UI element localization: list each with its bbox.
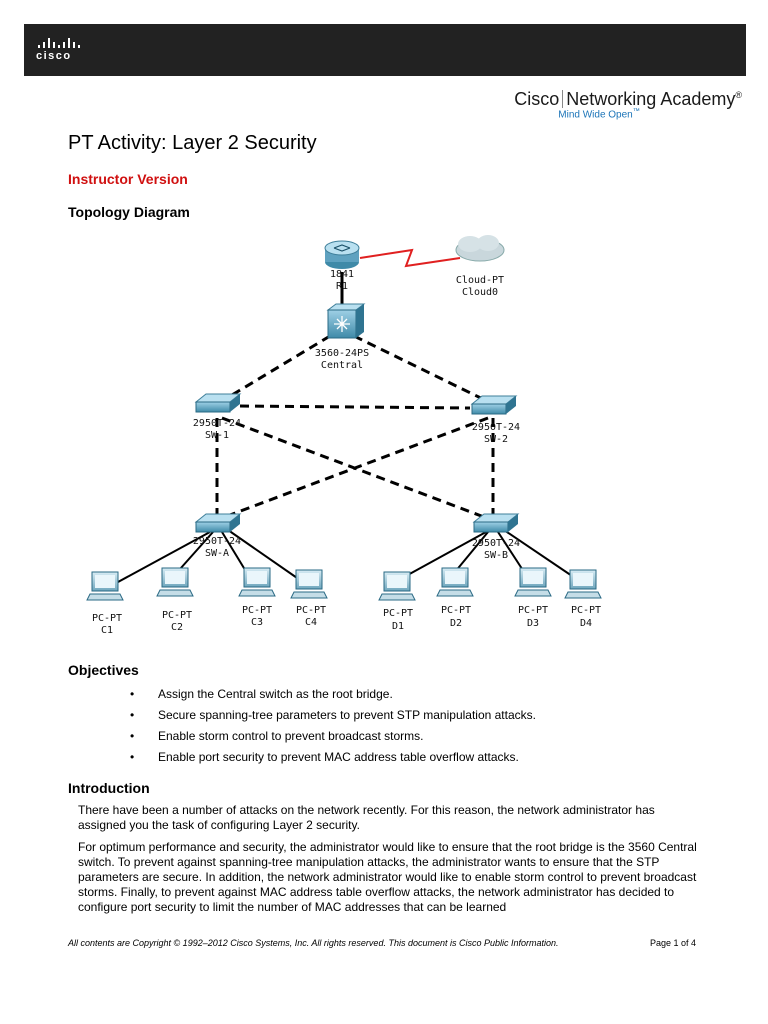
- list-item: Secure spanning-tree parameters to preve…: [130, 705, 536, 726]
- objectives-heading: Objectives: [68, 662, 139, 678]
- cloud0-name-label: Cloud0: [462, 287, 498, 298]
- central-model-label: 3560-24PS: [315, 348, 369, 359]
- c2-model-label: PC-PT: [162, 610, 192, 621]
- central-name-label: Central: [321, 360, 363, 371]
- r1-name-label: R1: [336, 281, 348, 292]
- swa-switch-icon[interactable]: [194, 513, 242, 533]
- link-sw1-sw2: [239, 404, 471, 410]
- link-swb-d4: [503, 529, 579, 581]
- d2-name-label: D2: [450, 618, 462, 629]
- list-item: Enable storm control to prevent broadcas…: [130, 726, 536, 747]
- c4-name-label: C4: [305, 617, 317, 628]
- serial-link-r1-cloud0: [359, 248, 461, 268]
- central-switch-icon[interactable]: [326, 303, 366, 339]
- pc-d1-icon[interactable]: [378, 571, 416, 601]
- academy-logo: Cisco Networking Academy® Mind Wide Open™: [514, 89, 742, 120]
- c3-model-label: PC-PT: [242, 605, 272, 616]
- sw2-name-label: SW-2: [484, 434, 508, 445]
- copyright-notice: All contents are Copyright © 1992–2012 C…: [68, 938, 559, 948]
- link-central-sw2: [353, 334, 494, 406]
- page-footer: All contents are Copyright © 1992–2012 C…: [68, 938, 696, 948]
- link-swa-c1: [117, 531, 211, 583]
- sw1-model-label: 2950T-24: [193, 418, 241, 429]
- cloud0-model-label: Cloud-PT: [456, 275, 504, 286]
- academy-name: Networking Academy: [566, 89, 736, 109]
- instructor-version-label: Instructor Version: [68, 171, 188, 187]
- pc-c2-icon[interactable]: [156, 567, 194, 597]
- c2-name-label: C2: [171, 622, 183, 633]
- pc-d2-icon[interactable]: [436, 567, 474, 597]
- sw1-name-label: SW-1: [205, 430, 229, 441]
- objectives-list: Assign the Central switch as the root br…: [130, 684, 536, 768]
- d4-model-label: PC-PT: [571, 605, 601, 616]
- swb-switch-icon[interactable]: [472, 513, 520, 533]
- list-item: Assign the Central switch as the root br…: [130, 684, 536, 705]
- c3-name-label: C3: [251, 617, 263, 628]
- d3-model-label: PC-PT: [518, 605, 548, 616]
- sw2-model-label: 2950T-24: [472, 422, 520, 433]
- pc-c4-icon[interactable]: [290, 569, 328, 599]
- academy-tagline-tm: ™: [632, 108, 640, 115]
- link-swa-c4: [227, 529, 301, 581]
- cisco-bars-icon: [38, 36, 80, 48]
- page-number: Page 1 of 4: [649, 938, 696, 948]
- introduction-heading: Introduction: [68, 780, 150, 796]
- topology-diagram: 1841 R1 Cloud-PT Cloud0 3560-24PS Centra…: [86, 235, 602, 636]
- d1-name-label: D1: [392, 621, 404, 632]
- r1-model-label: 1841: [330, 269, 354, 280]
- d3-name-label: D3: [527, 618, 539, 629]
- swa-model-label: 2950T-24: [193, 536, 241, 547]
- academy-tagline: Mind Wide Open: [558, 109, 633, 121]
- cloud0-icon[interactable]: [455, 235, 505, 262]
- document-title: PT Activity: Layer 2 Security: [68, 132, 317, 154]
- sw1-switch-icon[interactable]: [194, 393, 242, 413]
- pc-d4-icon[interactable]: [564, 569, 602, 599]
- c4-model-label: PC-PT: [296, 605, 326, 616]
- pc-c1-icon[interactable]: [86, 571, 124, 601]
- router-r1-icon[interactable]: [324, 240, 360, 269]
- links: [117, 248, 579, 583]
- link-sw1-swb: [221, 416, 493, 522]
- pc-d3-icon[interactable]: [514, 567, 552, 597]
- swb-name-label: SW-B: [484, 550, 508, 561]
- introduction-paragraph: There have been a number of attacks on t…: [78, 803, 655, 832]
- c1-name-label: C1: [101, 625, 113, 636]
- d2-model-label: PC-PT: [441, 605, 471, 616]
- header-bar: cisco: [24, 24, 746, 76]
- cisco-wordmark: cisco: [36, 50, 72, 62]
- academy-brand: Cisco: [514, 89, 560, 109]
- introduction-body: There have been a number of attacks on t…: [78, 803, 698, 922]
- cisco-logo: cisco: [36, 36, 80, 62]
- d1-model-label: PC-PT: [383, 608, 413, 619]
- swb-model-label: 2950T-24: [472, 538, 520, 549]
- list-item: Enable port security to prevent MAC addr…: [130, 747, 536, 768]
- introduction-paragraph: For optimum performance and security, th…: [78, 840, 697, 914]
- academy-registered: ®: [735, 90, 742, 100]
- link-central-sw1: [216, 334, 331, 406]
- sw2-switch-icon[interactable]: [470, 395, 518, 415]
- swa-name-label: SW-A: [205, 548, 229, 559]
- academy-separator: [562, 90, 564, 108]
- pc-c3-icon[interactable]: [238, 567, 276, 597]
- d4-name-label: D4: [580, 618, 592, 629]
- link-sw2-swa: [221, 416, 489, 520]
- topology-heading: Topology Diagram: [68, 204, 190, 220]
- c1-model-label: PC-PT: [92, 613, 122, 624]
